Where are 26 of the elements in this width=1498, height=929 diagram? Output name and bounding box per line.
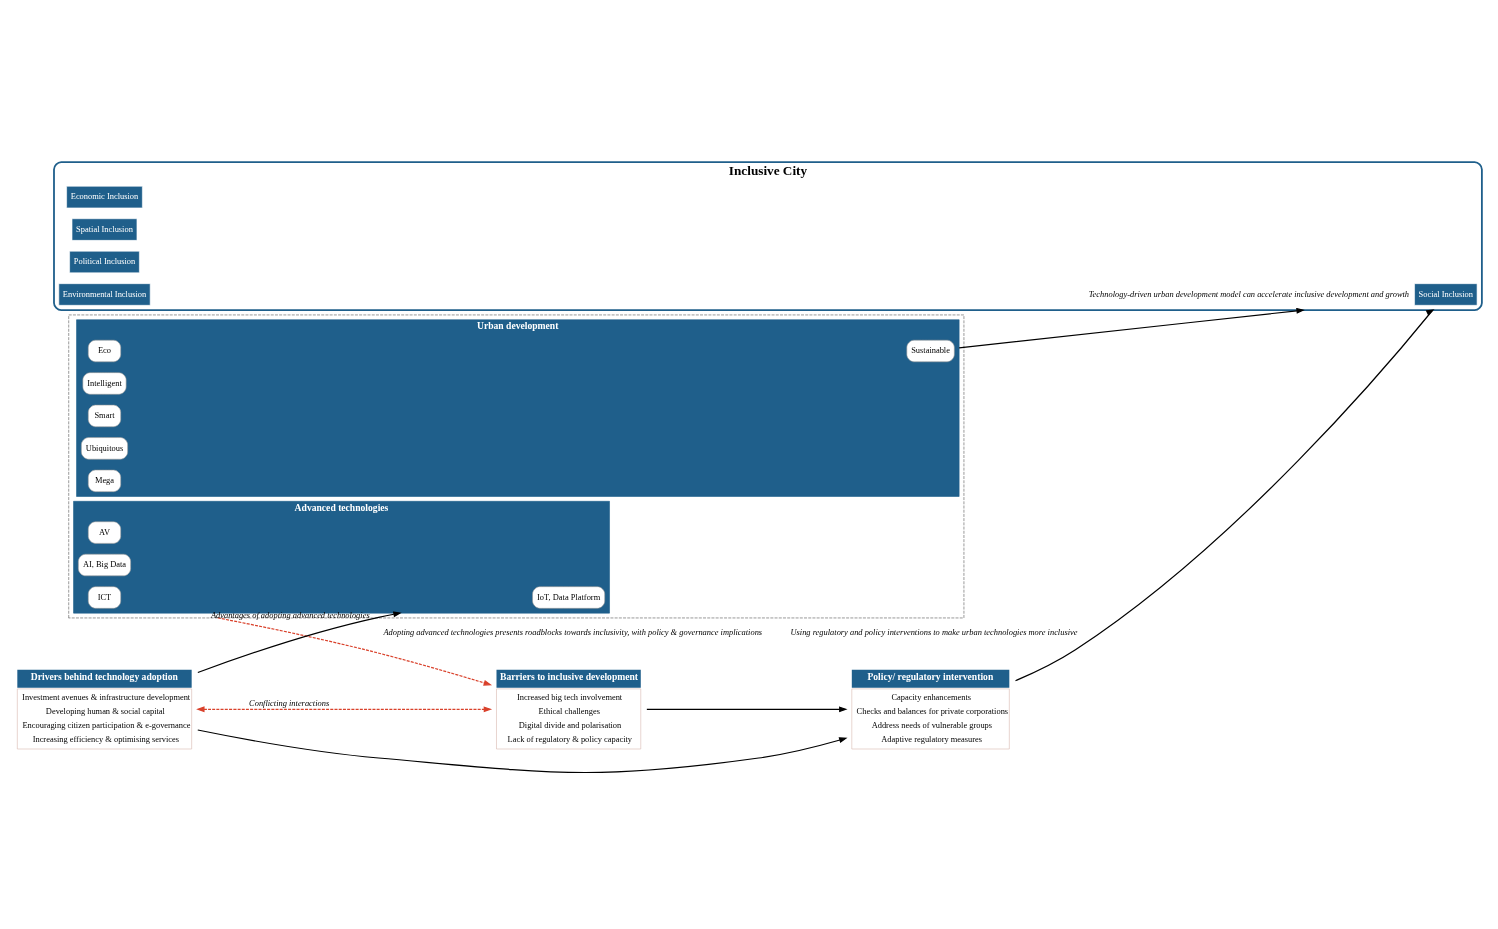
node-box: Social Inclusion [1414,282,1478,306]
node-box: Eco [87,339,122,362]
node-label: Adopting advanced technologies presents roadblocks towards inclusivity, with policy & governance implications [383,627,763,637]
node-box: Ubiquitous [81,436,128,460]
arrow [197,728,848,773]
arrow [217,616,493,686]
node-box: Intelligent [82,371,127,395]
edge-label: Conflicting interactions [249,698,330,708]
arrow [958,307,1305,349]
node-box: ICT [87,585,122,609]
arrow [196,705,493,712]
node-label: Using regulatory and policy interventions to make urban technologies more inclusive [790,627,1078,637]
arrow [646,705,848,712]
arrow [197,610,402,673]
node-box: Sustainable [906,339,955,362]
edge-label: Technology-driven urban development model can accelerate inclusive development and growth [1088,289,1410,299]
node-box: Economic Inclusion [66,185,143,208]
node-box: Political Inclusion [69,250,140,273]
node-box: IoT, Data Platform [532,585,605,609]
node-box: AV [87,520,122,544]
node-box: AI, Big Data [78,553,131,576]
node-box: Environmental Inclusion [58,282,151,306]
node-box: Smart [87,404,122,427]
edge-label: Advantages of adopting advanced technologies [210,610,370,620]
node-box: Mega [87,469,122,492]
node-box: Spatial Inclusion [71,217,138,241]
